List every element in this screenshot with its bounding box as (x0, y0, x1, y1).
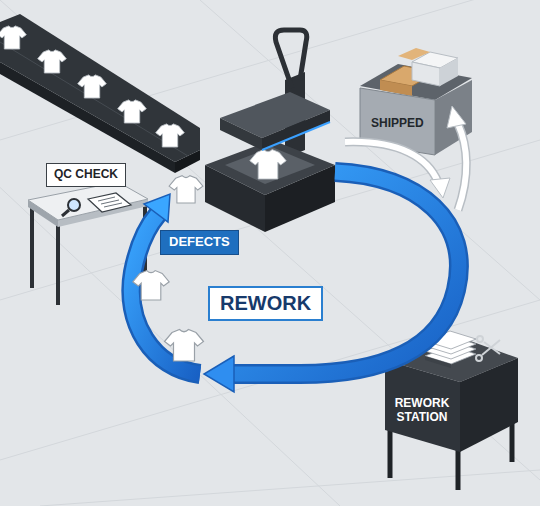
conveyor-belt (0, 14, 200, 173)
station-label: REWORK STATION (389, 395, 455, 427)
rework-loop (131, 172, 459, 392)
node-text: REWORK (220, 292, 311, 315)
node-text: DEFECTS (169, 235, 230, 250)
node-text: QC CHECK (54, 168, 118, 182)
node-text: REWORK STATION (392, 397, 452, 425)
rework-badge: REWORK (208, 286, 323, 321)
defects-badge: DEFECTS (160, 230, 239, 255)
qc-tag: QC CHECK (46, 163, 126, 187)
node-text: SHIPPED (371, 117, 424, 131)
bin-label: SHIPPED (367, 115, 428, 133)
heat-press (205, 30, 335, 232)
